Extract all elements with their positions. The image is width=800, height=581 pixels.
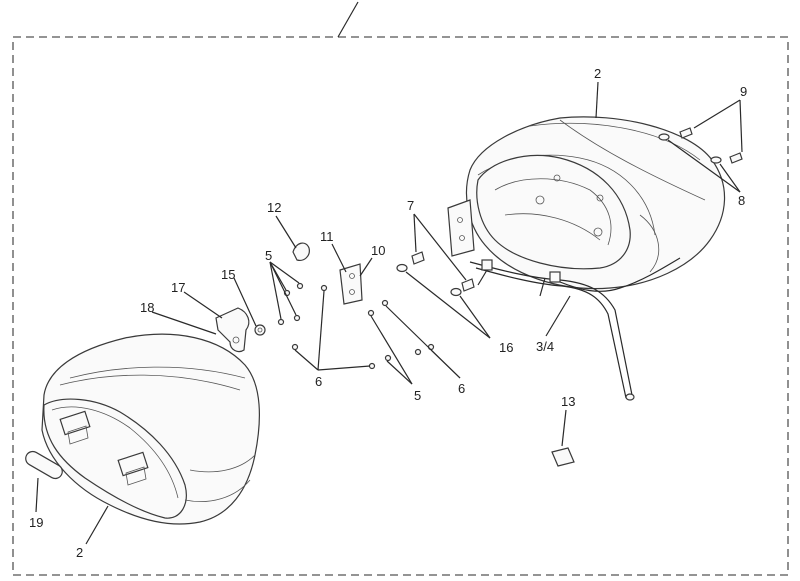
callout-7: 7 [407,198,414,213]
callout-17: 17 [171,280,185,295]
callout-5-top: 5 [265,248,272,263]
callout-13: 13 [561,394,575,409]
callout-6-right: 6 [458,381,465,396]
callout-16: 16 [499,340,513,355]
callout-6-left: 6 [315,374,322,389]
part-13-block [551,447,575,467]
leader-lines [35,81,743,545]
part-9-bolt-b [729,152,743,164]
callout-18: 18 [140,300,154,315]
part-16-washer-a [396,263,408,273]
callout-15: 15 [221,267,235,282]
part-7-bolt-b [461,278,475,292]
assembly-frame [12,36,789,576]
callout-8: 8 [738,193,745,208]
callout-2-top: 2 [594,66,601,81]
callout-9: 9 [740,84,747,99]
pannier-right [447,116,726,290]
callout-10: 10 [371,243,385,258]
part-15-washer [254,324,266,336]
callout-3-4: 3/4 [536,339,554,354]
callout-2-bottom: 2 [76,545,83,560]
part-8-washer-b [710,156,722,164]
assembly-leader [337,1,359,38]
part-16-washer-b [450,287,462,297]
part-17-bracket [215,307,250,353]
callout-12: 12 [267,200,281,215]
part-10-bracket [339,263,363,305]
part-19-reflector [25,450,63,480]
callout-11: 11 [320,229,334,244]
callout-labels: 2 9 8 7 12 11 10 5 15 17 18 16 3/4 6 5 6… [29,66,747,560]
part-9-bolt-a [679,127,693,139]
callout-19: 19 [29,515,43,530]
part-7-bolt-a [411,251,425,265]
pannier-left [41,333,260,525]
part-12-clip [292,242,310,261]
part-8-washer-a [658,133,670,141]
mounting-frame [469,257,681,401]
callout-5-bottom: 5 [414,388,421,403]
